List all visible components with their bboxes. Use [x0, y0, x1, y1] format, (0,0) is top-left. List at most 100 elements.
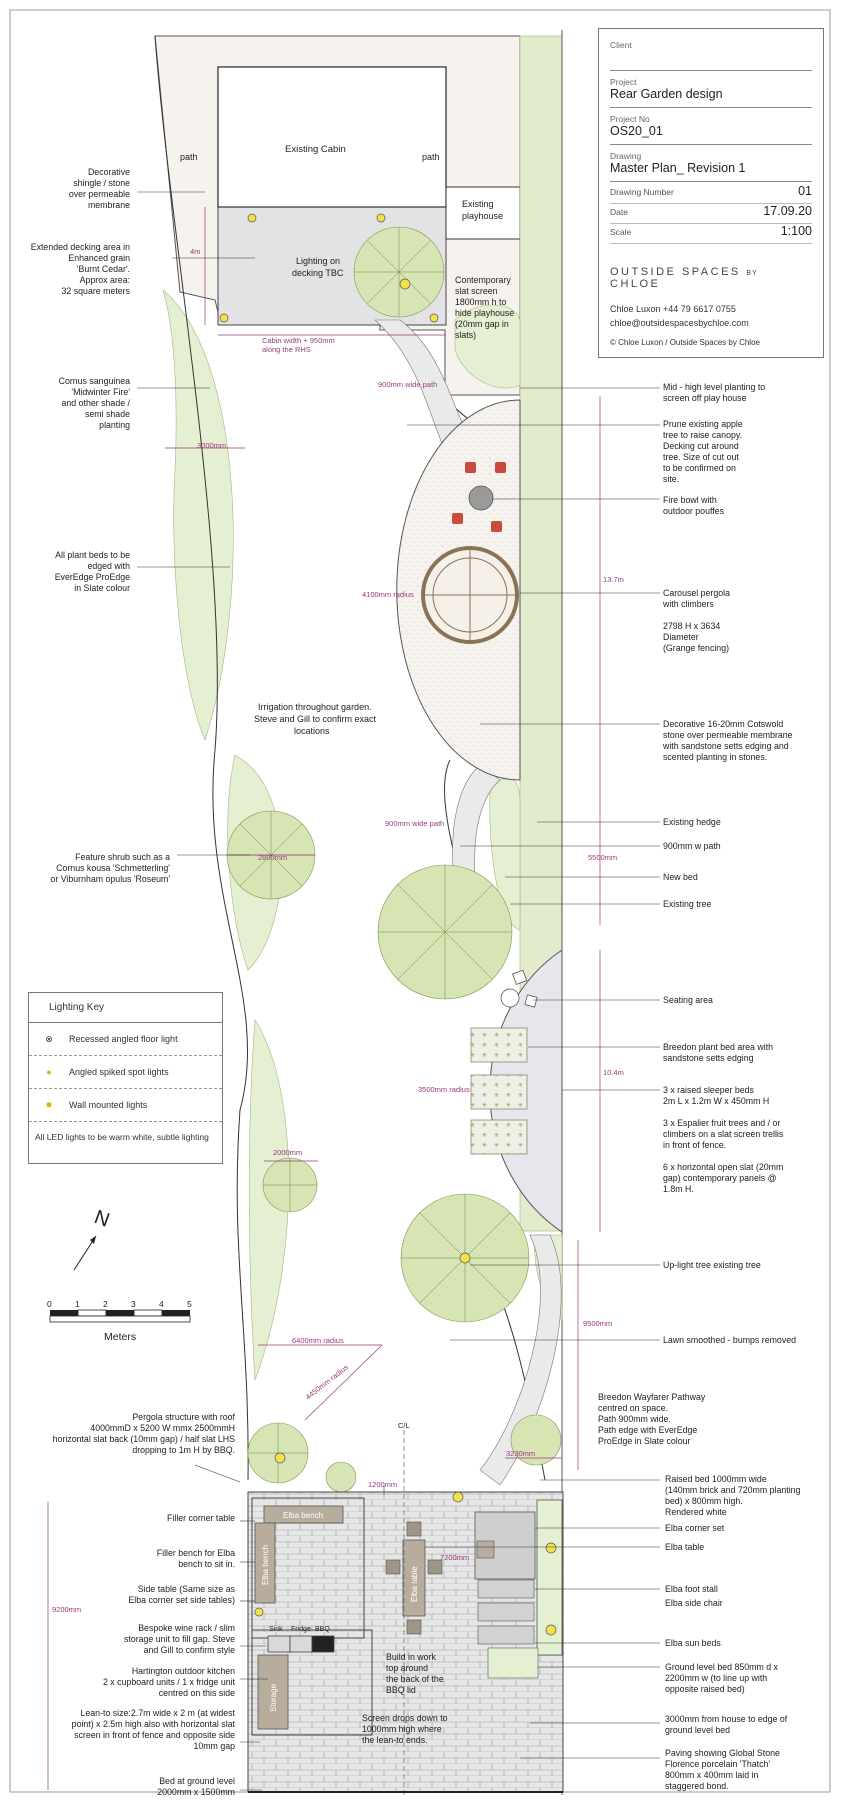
wayfarer-path	[479, 1234, 562, 1486]
dim-cabin-width-2: along the RHS	[262, 345, 311, 354]
drawing-number-value: 01	[798, 184, 812, 198]
existing-playhouse	[445, 186, 521, 240]
spot-light-left	[274, 1452, 286, 1464]
date-label: Date	[610, 207, 628, 217]
note-line: Paving showing Global Stone	[665, 1748, 780, 1758]
sink-label: Sink	[269, 1626, 283, 1633]
dim-7200: 7200mm	[440, 1553, 469, 1562]
scale-tick-2: 2	[103, 1299, 108, 1309]
note-line: Breedon Wayfarer Pathway	[598, 1392, 706, 1402]
note-line: Ground level bed 850mm d x	[665, 1662, 779, 1672]
note-line: 4000mmD x 5200 W mmx 2500mmH	[90, 1423, 235, 1433]
elba-bench-top	[263, 1505, 344, 1524]
note-line: Rendered white	[665, 1507, 727, 1517]
note-line: 1000mm high where	[362, 1724, 442, 1734]
dim-path900a: 900mm wide path	[378, 380, 437, 389]
seating-stool-1	[500, 988, 520, 1008]
note-line: Build in work	[386, 1652, 436, 1662]
note-line: (20mm gap in	[455, 319, 509, 329]
contact-name: Chloe Luxon +44 79 6617 0755	[610, 304, 736, 314]
note-line: sandstone setts edging	[663, 1053, 754, 1063]
note-line: with climbers	[662, 599, 714, 609]
elba-sun-bed-2	[477, 1625, 535, 1645]
note-line: scented planting in stones.	[663, 752, 767, 762]
note-line: centred on space.	[598, 1403, 668, 1413]
drawing-value: Master Plan_ Revision 1	[610, 161, 746, 175]
title-block: Client Project Rear Garden design Projec…	[598, 28, 824, 358]
right-notes-8: Existing tree	[663, 899, 712, 909]
note-line: Contemporary	[455, 275, 511, 285]
north-arrow: N	[73, 1206, 112, 1271]
project-no-value: OS20_01	[610, 124, 663, 138]
note-line: Elba sun beds	[665, 1638, 721, 1648]
right-notes-9: Seating area	[663, 995, 713, 1005]
floor-light-2	[376, 213, 386, 223]
note-line: the back of the	[386, 1674, 444, 1684]
note-line: Elba corner set	[665, 1523, 725, 1533]
lighting-key-item-label: Recessed angled floor light	[69, 1034, 178, 1044]
elba-chair-3	[385, 1559, 401, 1575]
dim-9500: 9500mm	[583, 1319, 612, 1328]
kitchen-bbq-unit	[311, 1635, 335, 1653]
note-line: Cornus kousa 'Schmetterling'	[56, 863, 170, 873]
note-line: bench to sit in.	[178, 1559, 235, 1569]
bbq-label: BBQ	[315, 1626, 330, 1633]
right-notes-6: 900mm w path	[663, 841, 721, 851]
elba-bench-side	[254, 1522, 276, 1604]
dim-4m: 4m	[190, 247, 200, 256]
left-bed-upper	[162, 289, 234, 741]
note-line: over permeable	[69, 189, 130, 199]
right-small-bed-1	[454, 304, 521, 389]
dim-13-7: 13.7m	[603, 575, 624, 584]
note-line: tree. Size of cut out	[663, 452, 739, 462]
note-line: 2 x cupboard units / 1 x fridge unit	[103, 1677, 236, 1687]
note-line: 1800mm h to	[455, 297, 506, 307]
note-line: 3000mm from house to edge of	[665, 1714, 788, 1724]
dim-r4100: 4100mm radius	[362, 590, 414, 599]
elba-bench-side-label: Elba bench	[261, 1545, 270, 1585]
dim-path900b: 900mm wide path	[385, 819, 444, 828]
note-line: membrane	[88, 200, 130, 210]
spot-light-apple	[399, 278, 411, 290]
scale-bar: 0 1 2 3 4 5 Meters	[47, 1299, 192, 1343]
note-line: opposite raised bed)	[665, 1684, 745, 1694]
note-line: Existing hedge	[663, 817, 721, 827]
note-line: EverEdge ProEdge	[55, 572, 130, 582]
wall-light-1	[254, 1607, 264, 1617]
spot-light-uplight	[459, 1252, 471, 1264]
drawing-label: Drawing	[610, 151, 642, 161]
note-line: edged with	[87, 561, 130, 571]
spot-light-patio-3	[545, 1624, 557, 1636]
note-line: Up-light tree existing tree	[663, 1260, 761, 1270]
note-line: Path edge with EverEdge	[598, 1425, 697, 1435]
cl-label: C/L	[398, 1421, 410, 1430]
note-line: Bespoke wine rack / slim	[138, 1623, 235, 1633]
spot-light-icon: ●	[46, 1067, 52, 1077]
dim-5500: 5500mm	[588, 853, 617, 862]
note-line: Side table (Same size as	[138, 1584, 236, 1594]
storage-unit	[257, 1654, 289, 1730]
decking-lighting-1: Lighting on	[296, 256, 340, 266]
note-line: horizontal slat back (10mm gap) / half s…	[53, 1434, 236, 1444]
right-notes-16: Elba table	[665, 1542, 704, 1552]
note-line: Lawn smoothed - bumps removed	[663, 1335, 796, 1345]
note-line: Path 900mm wide.	[598, 1414, 671, 1424]
note-line: and other shade /	[62, 398, 131, 408]
dim-2000: 2000mm	[273, 1148, 302, 1157]
storage-label: Storage	[269, 1683, 278, 1712]
note-line: Fire bowl with	[663, 495, 717, 505]
ground-level-bed	[487, 1647, 539, 1679]
sleeper-bed-2	[470, 1074, 528, 1110]
lights	[219, 213, 557, 1636]
note-line: New bed	[663, 872, 698, 882]
tree-bottom-right	[510, 1414, 562, 1466]
